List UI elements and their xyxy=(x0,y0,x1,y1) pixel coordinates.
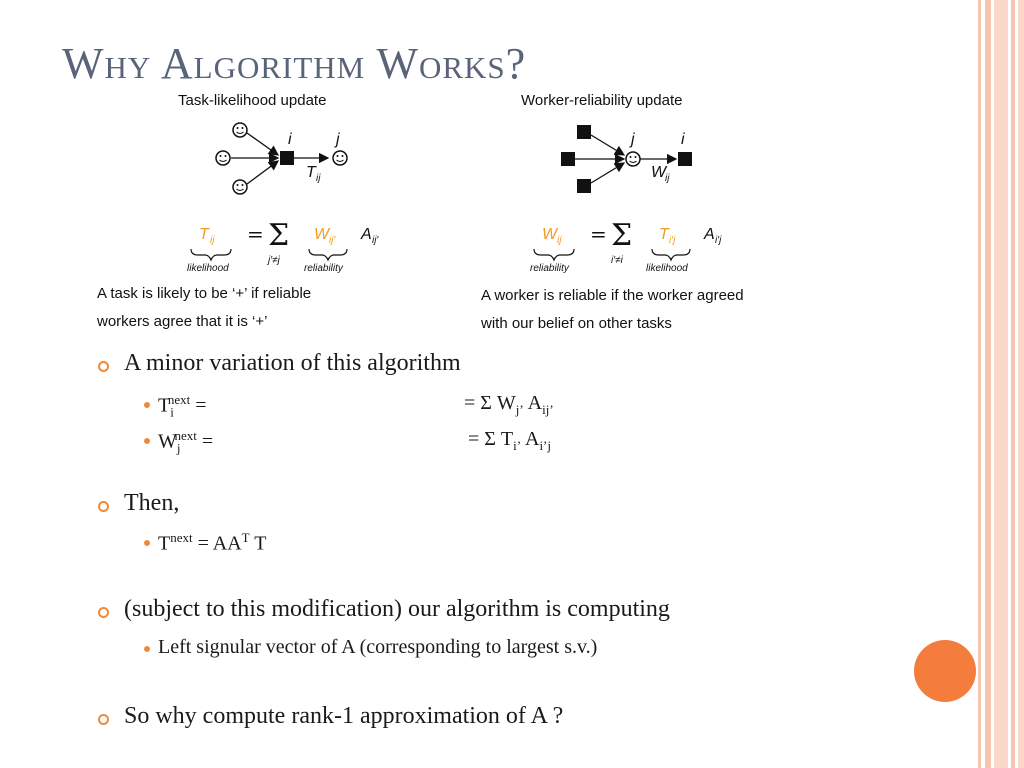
eq-a-sub: ij′ xyxy=(372,235,379,246)
edge-t-sub: ij xyxy=(316,173,321,184)
worker-reliability-equation: W ij reliability = Σ i′≠i T i′j likeliho… xyxy=(530,218,722,274)
eq-w-sub: ij′ xyxy=(329,235,336,246)
svg-text:Σ: Σ xyxy=(611,218,632,253)
node-i-label: i xyxy=(288,131,292,148)
svg-text:=: = xyxy=(590,222,607,246)
node-j-label: j xyxy=(629,131,635,148)
bullet-dot-icon xyxy=(144,646,150,652)
eq-a-sub: i′j xyxy=(715,235,722,246)
bullet-dot-icon xyxy=(144,438,150,444)
task-caption-line2: workers agree that it is ‘+’ xyxy=(97,313,268,330)
eq-lhs: T xyxy=(199,226,210,243)
eq-lhs: W xyxy=(542,226,559,243)
task-node-square xyxy=(577,179,591,193)
worker-caption: A worker is reliable if the worker agree… xyxy=(481,282,744,338)
decor-stripe-1 xyxy=(978,0,981,768)
task-likelihood-graph: i j T ij xyxy=(215,122,348,195)
bullet-ring-icon xyxy=(98,714,109,725)
eq-a: A xyxy=(703,226,715,243)
edge-w-label: W xyxy=(651,164,668,181)
worker-caption-line1: A worker is reliable if the worker agree… xyxy=(481,287,744,304)
under-reliability: reliability xyxy=(530,263,570,274)
task-node-square xyxy=(577,125,591,139)
eq-a: A xyxy=(360,226,372,243)
worker-caption-line2: with our belief on other tasks xyxy=(481,315,672,332)
eq-lhs-sub: ij xyxy=(557,235,562,246)
edge-w-sub: ij xyxy=(665,173,670,184)
task-node-square xyxy=(561,152,575,166)
worker-reliability-header: Worker-reliability update xyxy=(521,92,683,109)
bullet-ring-icon xyxy=(98,501,109,512)
task-node-square xyxy=(678,152,692,166)
decor-stripe-3 xyxy=(994,0,1008,768)
bullet-ring-icon xyxy=(98,607,109,618)
bullet-ring-icon xyxy=(98,361,109,372)
task-likelihood-equation: T ij likelihood = Σ j′≠j W ij′ reliabili… xyxy=(187,218,379,274)
smiley-icon xyxy=(215,150,231,166)
node-j-label: j xyxy=(334,131,340,148)
eq-t: T xyxy=(659,226,670,243)
decor-stripe-5 xyxy=(1018,0,1024,768)
task-node-square xyxy=(280,151,294,165)
node-i-label: i xyxy=(681,131,685,148)
svg-text:=: = xyxy=(247,222,264,246)
task-likelihood-header: Task-likelihood update xyxy=(178,92,327,109)
eq-sum-sub: j′≠j xyxy=(266,255,281,266)
decor-orange-circle xyxy=(914,640,976,702)
smiley-icon xyxy=(625,151,641,167)
task-caption-line1: A task is likely to be ‘+’ if reliable xyxy=(97,285,312,302)
worker-reliability-graph: j i W ij xyxy=(561,125,692,193)
eq-t-sub: i′j xyxy=(669,235,676,246)
smiley-icon xyxy=(232,122,248,138)
under-likelihood: likelihood xyxy=(187,263,229,274)
slide-title: Why Algorithm Works? xyxy=(62,39,527,88)
svg-text:Σ: Σ xyxy=(268,218,289,253)
eq-lhs-sub: ij xyxy=(210,235,215,246)
smiley-icon xyxy=(232,179,248,195)
decor-stripe-2 xyxy=(985,0,991,768)
bullet-dot-icon xyxy=(144,540,150,546)
decor-stripe-4 xyxy=(1011,0,1015,768)
edge-t-label: T xyxy=(306,164,317,181)
bullet-dot-icon xyxy=(144,402,150,408)
smiley-icon xyxy=(332,150,348,166)
eq-sum-sub: i′≠i xyxy=(611,255,624,266)
eq-w: W xyxy=(314,226,331,243)
under-likelihood: likelihood xyxy=(646,263,688,274)
under-reliability: reliability xyxy=(304,263,344,274)
task-caption: A task is likely to be ‘+’ if reliable w… xyxy=(97,280,311,336)
